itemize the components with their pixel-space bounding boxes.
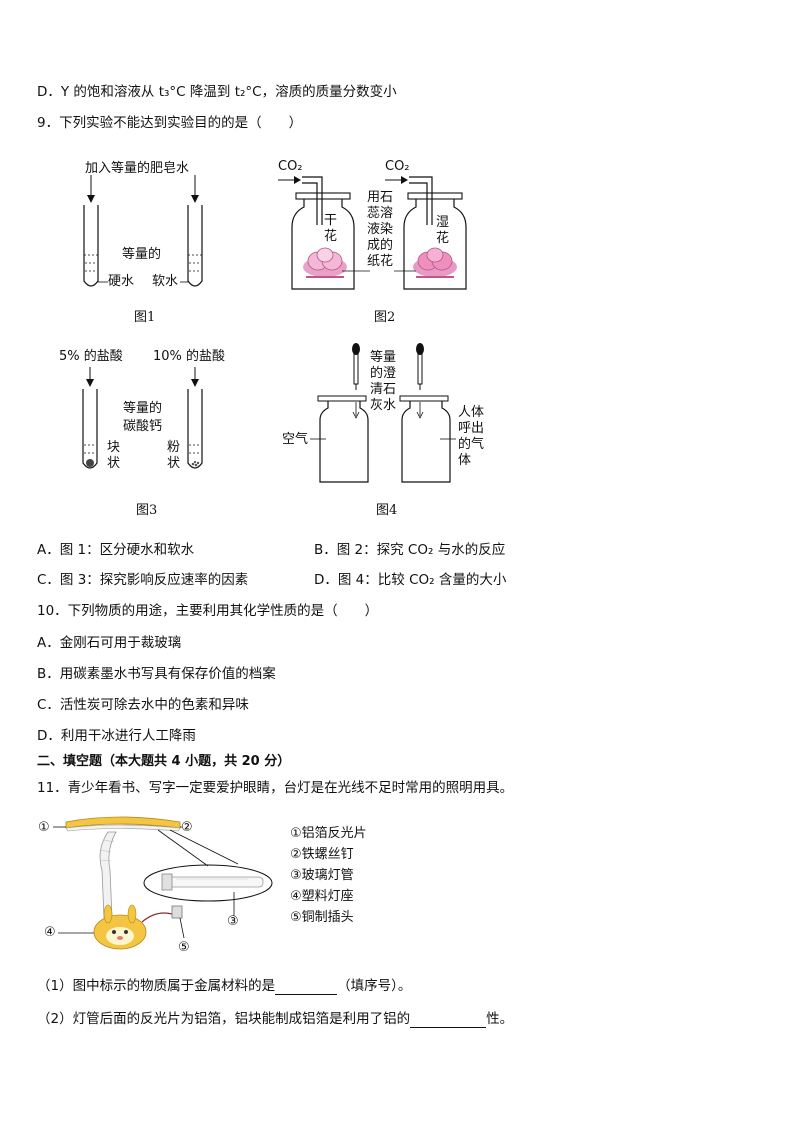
fig3-left-acid: 5% 的盐酸	[59, 349, 123, 364]
fig4-breath: 人体呼出的气体	[458, 405, 485, 468]
fig1-hard-water: 硬水	[108, 274, 135, 289]
q11-sub2-tail: 性。	[486, 1011, 514, 1027]
fig2-wet-flower: 湿花	[436, 215, 450, 246]
fig1-mid-label: 等量的	[122, 247, 162, 262]
legend-item-3: ③玻璃灯管	[290, 868, 354, 883]
q10-option-d: D．利用干冰进行人工降雨	[37, 728, 196, 744]
figure-4: 等量的澄清石灰水 空气 人体呼出的气体	[280, 340, 500, 490]
legend-item-2: ②铁螺丝钉	[290, 847, 354, 862]
fig3-drawing	[82, 367, 203, 469]
q10-option-c: C．活性炭可除去水中的色素和异味	[37, 697, 249, 713]
section-2-title: 二、填空题（本大题共 4 小题，共 20 分）	[37, 754, 291, 769]
fig3-block: 块状	[107, 440, 121, 471]
fig2-co2-right: CO₂	[385, 159, 410, 174]
fig2-center-label: 用石蕊溶液染成的纸花	[367, 190, 394, 269]
fig3-mid-label-1: 等量的	[123, 401, 163, 416]
q11-sub2-blank[interactable]	[410, 1013, 487, 1028]
lamp-marker-5: ⑤	[178, 940, 190, 955]
fig1-drawing	[83, 175, 203, 287]
fig4-drawing	[310, 343, 456, 483]
fig4-caption: 图4	[376, 503, 398, 518]
fig2-drawing	[278, 176, 467, 290]
legend-item-1: ①铝箔反光片	[290, 826, 367, 841]
lamp-marker-4: ④	[44, 925, 56, 940]
q11-sub1-blank[interactable]	[275, 980, 338, 995]
lamp-marker-2: ②	[181, 820, 193, 835]
fig2-co2-left: CO₂	[278, 159, 303, 174]
q11-sub1-tail: （填序号）。	[337, 978, 412, 994]
q11-sub2-text: （2）灯管后面的反光片为铝箔，铝块能制成铝箔是利用了铝的	[37, 1011, 411, 1027]
fig2-caption: 图2	[374, 310, 396, 325]
q11-sub1-text: （1）图中标示的物质属于金属材料的是	[37, 978, 276, 994]
lamp-marker-1: ①	[38, 820, 50, 835]
q9-option-d: D．图 4：比较 CO₂ 含量的大小	[314, 572, 507, 588]
figure-1: 加入等量的肥皂水 等量的 硬水 软水	[60, 155, 250, 330]
q11-stem: 11．青少年看书、写字一定要爱护眼睛，台灯是在光线不足时常用的照明用具。	[37, 780, 514, 796]
fig3-caption: 图3	[136, 503, 158, 518]
figure-3: 5% 的盐酸 10% 的盐酸 等量的 碳酸钙 块状 粉状	[55, 345, 245, 495]
q9-option-a: A．图 1：区分硬水和软水	[37, 542, 195, 558]
fig1-soft-water: 软水	[152, 274, 179, 289]
q11-sub2: （2）灯管后面的反光片为铝箔，铝块能制成铝箔是利用了铝的 性。	[37, 1010, 513, 1028]
q8-option-d: D．Y 的饱和溶液从 t₃°C 降温到 t₂°C，溶质的质量分数变小	[37, 84, 397, 100]
q9-option-b: B．图 2：探究 CO₂ 与水的反应	[314, 542, 506, 558]
fig4-center-label: 等量的澄清石灰水	[370, 350, 397, 413]
q11-sub1: （1）图中标示的物质属于金属材料的是 （填序号）。	[37, 977, 411, 995]
fig4-air: 空气	[282, 432, 309, 447]
lamp-drawing	[53, 816, 273, 950]
q9-stem: 9．下列实验不能达到实验目的的是（ ）	[37, 115, 303, 131]
fig2-dry-flower: 干花	[324, 213, 338, 244]
fig3-mid-label-2: 碳酸钙	[123, 419, 163, 434]
legend-item-4: ④塑料灯座	[290, 889, 354, 904]
fig3-right-acid: 10% 的盐酸	[153, 349, 226, 364]
fig1-caption: 图1	[134, 310, 156, 325]
figure-2: CO₂ CO₂ 干花 湿花 用石蕊溶液染成的纸花	[270, 155, 500, 305]
legend-item-5: ⑤铜制插头	[290, 910, 354, 925]
q10-stem: 10．下列物质的用途，主要利用其化学性质的是（ ）	[37, 603, 379, 619]
fig3-powder: 粉状	[167, 440, 181, 471]
q10-option-a: A．金刚石可用于裁玻璃	[37, 635, 182, 651]
lamp-marker-3: ③	[227, 914, 239, 929]
q9-option-c: C．图 3：探究影响反应速率的因素	[37, 572, 249, 588]
fig1-top-label: 加入等量的肥皂水	[85, 161, 190, 176]
q10-option-b: B．用碳素墨水书写具有保存价值的档案	[37, 666, 276, 682]
lamp-figure: ① ② ③ ④ ⑤ ①铝箔反光片 ②铁螺丝钉 ③玻璃灯管 ④塑料灯座 ⑤铜制插头	[38, 810, 398, 960]
